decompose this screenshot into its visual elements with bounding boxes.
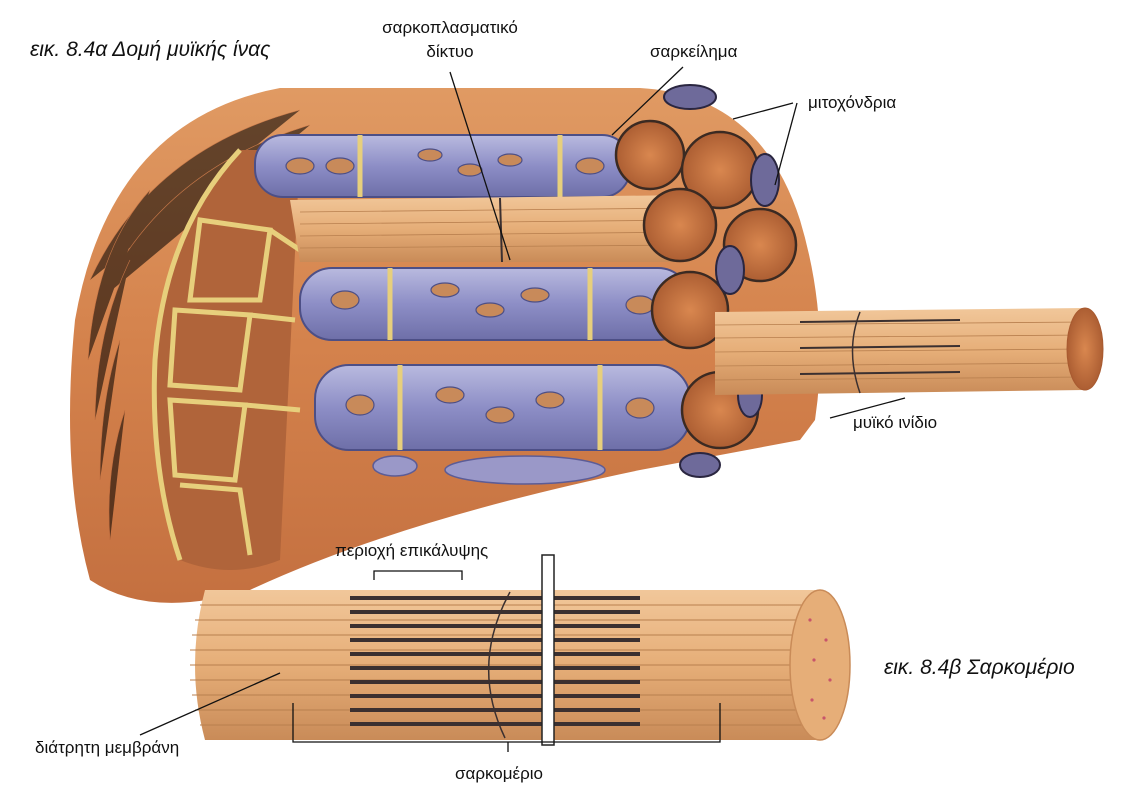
label-sarcomere: σαρκομέριο	[455, 764, 544, 783]
label-mitochondria: μιτοχόνδρια	[808, 93, 897, 112]
label-perforated-membrane: διάτρητη μεμβράνη	[35, 738, 180, 757]
sarcomere-bracket	[292, 703, 721, 743]
sarcomere-cylinder	[190, 554, 851, 746]
leader-myofibril	[829, 397, 906, 419]
leader-reticulum	[449, 71, 511, 261]
label-myofibril: μυϊκό ινίδιο	[853, 413, 938, 432]
figure-a-caption: εικ. 8.4α Δομή μυϊκής ίνας	[30, 38, 271, 61]
sarcoplasmic-reticulum	[254, 134, 691, 485]
protruding-myofibril	[714, 307, 1104, 395]
annotation-lines	[139, 66, 906, 752]
cut-cross-section	[154, 150, 300, 570]
overlap-bracket	[373, 570, 463, 580]
connective-tissue-network	[151, 148, 302, 561]
label-overlap-region: περιοχή επικάλυψης	[335, 541, 489, 560]
label-sarcoplasmic-reticulum-line2: δίκτυο	[426, 42, 474, 61]
label-sarcolemma: σαρκείλημα	[650, 42, 738, 61]
leader-sarcolemma	[611, 66, 684, 136]
z-disc-plate	[541, 554, 555, 746]
fibril-ends	[614, 119, 798, 450]
label-sarcoplasmic-reticulum-line1: σαρκοπλασματικό	[382, 18, 518, 37]
myofibril-segment	[290, 195, 691, 263]
mitochondria-group	[663, 84, 780, 478]
leader-mitochondria-2	[774, 102, 798, 186]
leader-perforated-membrane	[139, 672, 281, 736]
figure-b-caption: εικ. 8.4β Σαρκομέριο	[884, 656, 1075, 679]
leader-mitochondria-1	[732, 102, 794, 120]
